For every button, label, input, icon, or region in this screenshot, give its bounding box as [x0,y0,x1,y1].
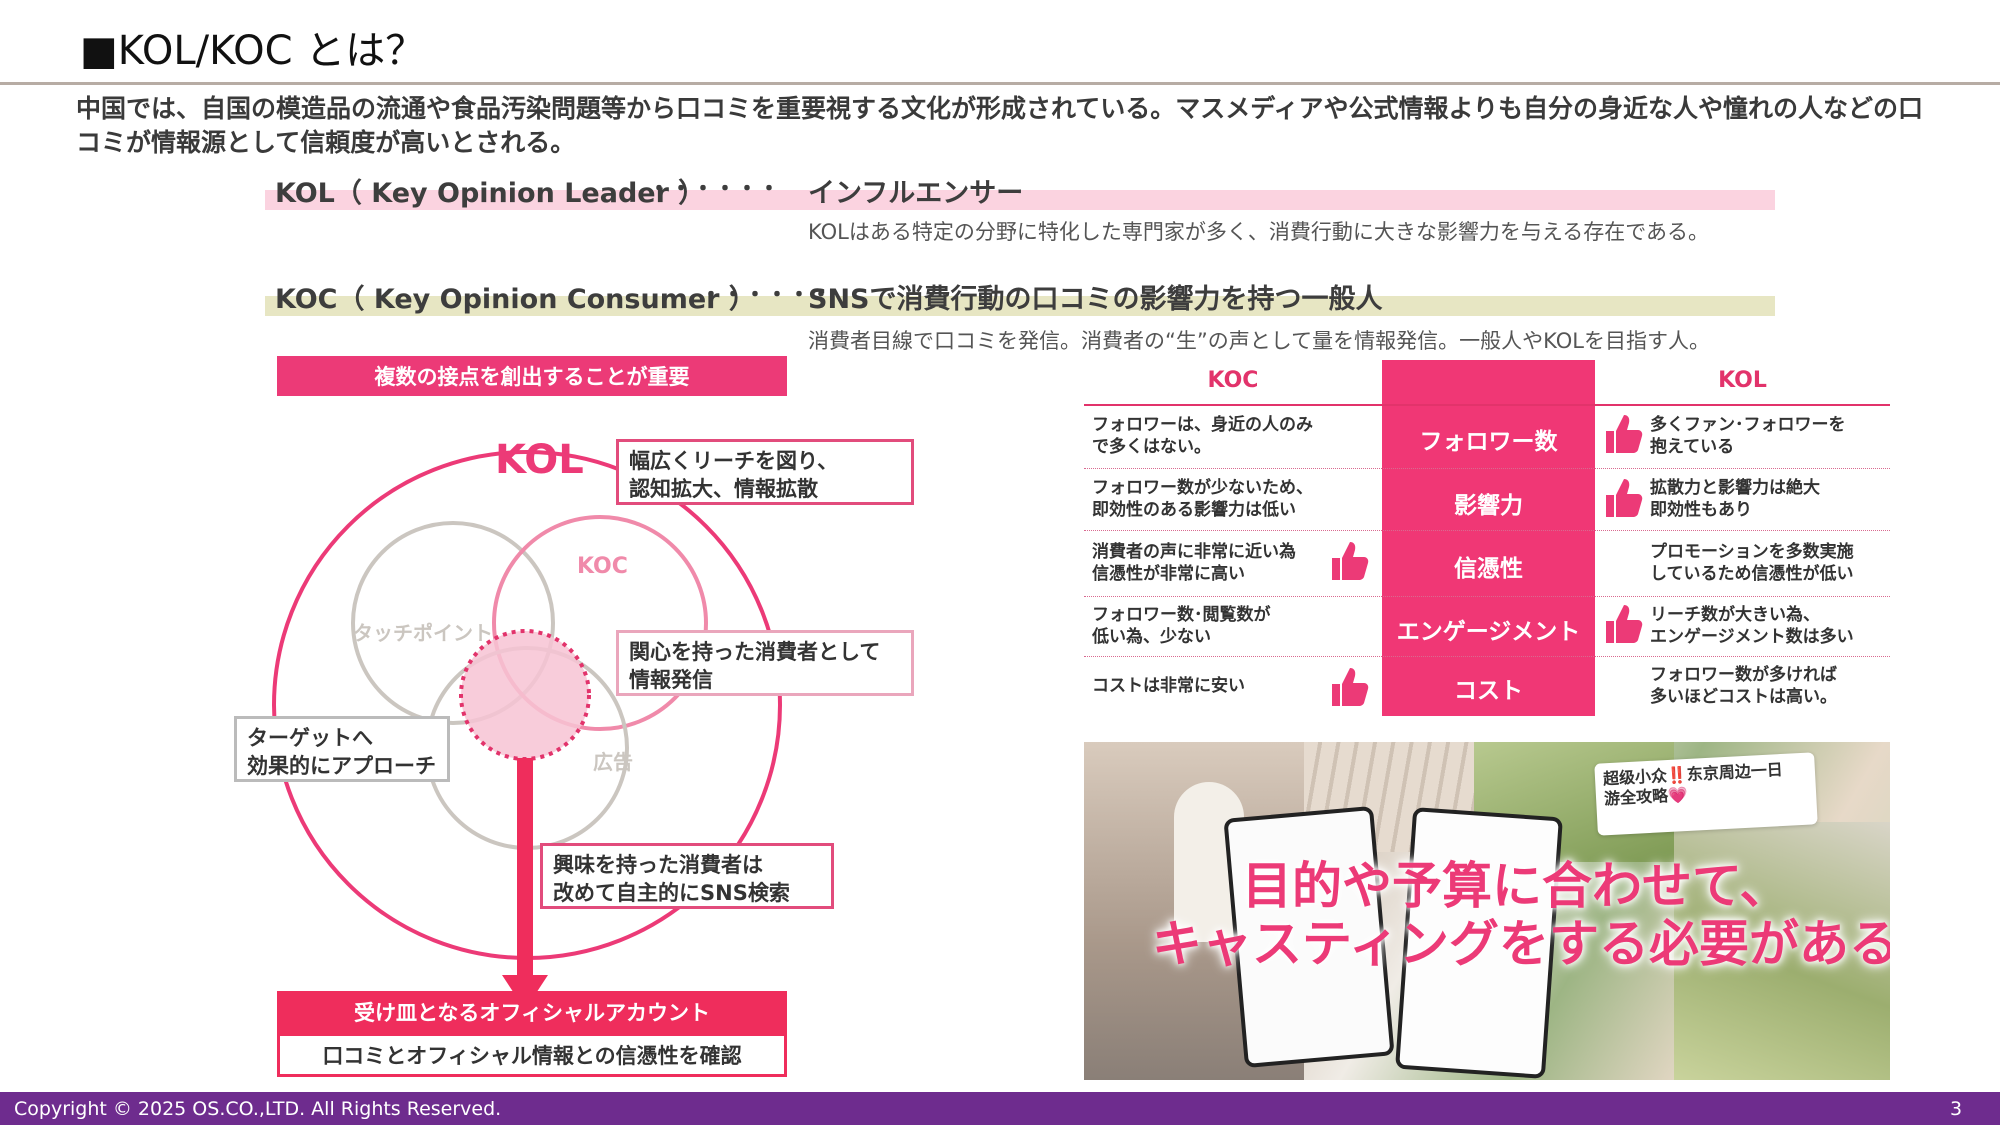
thumbs-up-icon [1606,415,1643,453]
ad-label: 広告 [593,750,633,774]
kol-influence-line1: 拡散力と影響力は絶大 [1650,478,1820,498]
kol-credibility-line2: しているため信憑性が低い [1650,564,1854,584]
interest-callout-line2: 情報発信 [629,668,713,692]
touchpoint-circle [351,521,555,725]
kol-engagement-text: リーチ数が大きい為、 エンゲージメント数は多い [1650,604,1854,648]
title-divider [0,82,2000,85]
kol-cost-text: フォロワー数が多ければ 多いほどコストは高い。 [1650,664,1837,708]
koc-highlight-band [265,296,1775,316]
row-divider [1084,468,1890,469]
kol-followers-line1: 多くファン･フォロワーを [1650,415,1846,435]
target-callout-line2: 効果的にアプローチ [247,754,436,778]
header-rule [1084,404,1890,406]
footer-bar [0,1092,2000,1125]
koc-cost-line1: コストは非常に安い [1092,676,1245,696]
reach-callout-line1: 幅広くリーチを図り、 [629,449,839,473]
koc-influence-line1: フォロワー数が少ないため、 [1092,478,1313,498]
kol-highlight-band [265,190,1775,210]
comparison-center-column [1382,360,1595,716]
interest-callout-line1: 関心を持った消費者として [629,640,881,664]
official-account-sub: 口コミとオフィシャル情報との信憑性を確認 [322,1044,742,1068]
koc-circle-label: KOC [577,554,628,579]
interest-callout: 関心を持った消費者として 情報発信 [616,630,914,696]
kol-credibility-text: プロモーションを多数実施 しているため信憑性が低い [1650,541,1854,585]
kol-meaning: インフルエンサー [808,178,1024,209]
venn-diagram [272,450,782,1010]
kol-cost-line1: フォロワー数が多ければ [1650,665,1837,685]
kol-credibility-line1: プロモーションを多数実施 [1650,542,1854,562]
kol-dots: ・・・・・・ [648,177,781,202]
target-callout-line1: ターゲットへ [247,726,373,750]
kol-followers-line2: 抱えている [1650,437,1735,457]
kol-influence-text: 拡散力と影響力は絶大 即効性もあり [1650,477,1820,521]
row-divider [1084,530,1890,531]
koc-engagement-line2: 低い為、少ない [1092,627,1211,647]
casting-message-line2: キャスティングをする必要がある [1152,915,1890,973]
thumbs-up-icon [1332,542,1369,580]
kol-engagement-line1: リーチ数が大きい為、 [1650,605,1820,625]
official-account-box: 口コミとオフィシャル情報との信憑性を確認 [277,1033,787,1077]
overlap-highlight [459,629,591,761]
koc-credibility-line2: 信憑性が非常に高い [1092,564,1245,584]
target-callout: ターゲットへ 効果的にアプローチ [234,716,450,782]
arrow-shaft [517,758,533,978]
row-label-engagement: エンゲージメント [1396,619,1581,645]
search-callout-line1: 興味を持った消費者は [553,853,763,877]
kol-column-header: KOL [1718,368,1767,393]
touchpoint-label: タッチポイント [353,621,493,645]
row-label-cost: コスト [1454,678,1523,704]
koc-followers-line1: フォロワーは、身近の人のみ [1092,415,1313,435]
koc-dots: ・・・・・・ [700,283,833,308]
thumbs-up-icon [1606,605,1643,643]
copyright: Copyright © 2025 OS.CO.,LTD. All Rights … [14,1098,502,1120]
official-account-label: 受け皿となるオフィシャルアカウント [277,991,787,1033]
row-divider [1084,596,1890,597]
koc-circle [492,515,708,731]
kol-description: KOLはある特定の分野に特化した専門家が多く、消費行動に大きな影響力を与える存在… [808,220,1710,244]
page-title: ■KOL/KOC とは？ [80,28,426,74]
kol-engagement-line2: エンゲージメント数は多い [1650,627,1854,647]
reach-callout: 幅広くリーチを図り、 認知拡大、情報拡散 [616,439,914,505]
koc-cost-text: コストは非常に安い [1092,675,1245,697]
kol-cost-line2: 多いほどコストは高い。 [1650,687,1837,707]
thumbs-up-icon [1332,668,1369,706]
koc-column-header: KOC [1207,368,1259,393]
koc-description: 消費者目線で口コミを発信。消費者の“生”の声として量を情報発信。一般人やKOLを… [808,329,1710,353]
koc-credibility-line1: 消費者の声に非常に近い為 [1092,542,1296,562]
koc-followers-text: フォロワーは、身近の人のみ で多くはない。 [1092,414,1313,458]
koc-meaning: SNSで消費行動の口コミの影響力を持つ一般人 [808,284,1383,315]
koc-followers-line2: で多くはない。 [1092,437,1211,457]
touchpoints-label: 複数の接点を創出することが重要 [277,356,787,396]
reach-callout-line2: 認知拡大、情報拡散 [629,477,818,501]
photo-panel-right [1674,822,1890,1080]
koc-influence-text: フォロワー数が少ないため、 即効性のある影響力は低い [1092,477,1313,521]
influencer-photo-collage: 超级小众‼️东京周边一日 游全攻略💗 目的や予算に合わせて、 キャスティングをす… [1084,742,1890,1080]
casting-message-line1: 目的や予算に合わせて、 [1242,857,1790,915]
row-label-followers: フォロワー数 [1419,429,1558,455]
row-label-influence: 影響力 [1454,493,1523,519]
intro-text: 中国では、自国の模造品の流通や食品汚染問題等から口コミを重要視する文化が形成され… [76,94,1924,157]
koc-engagement-text: フォロワー数･閲覧数が 低い為、少ない [1092,604,1271,648]
koc-engagement-line1: フォロワー数･閲覧数が [1092,605,1271,625]
koc-influence-line2: 即効性のある影響力は低い [1092,500,1296,520]
thumbs-up-icon [1606,479,1643,517]
row-divider [1084,656,1890,657]
koc-term: KOC（ Key Opinion Consumer ） [275,284,756,315]
post-card: 超级小众‼️东京周边一日 游全攻略💗 [1594,752,1818,836]
koc-credibility-text: 消費者の声に非常に近い為 信憑性が非常に高い [1092,541,1296,585]
kol-followers-text: 多くファン･フォロワーを 抱えている [1650,414,1846,458]
kol-term: KOL（ Key Opinion Leader ） [275,178,706,209]
kol-circle-label: KOL [495,437,584,483]
row-label-credibility: 信憑性 [1454,556,1523,582]
kol-influence-line2: 即効性もあり [1650,500,1752,520]
search-callout-line2: 改めて自主的にSNS検索 [553,881,790,905]
search-callout: 興味を持った消費者は 改めて自主的にSNS検索 [540,843,834,909]
page-number: 3 [1950,1098,1963,1120]
